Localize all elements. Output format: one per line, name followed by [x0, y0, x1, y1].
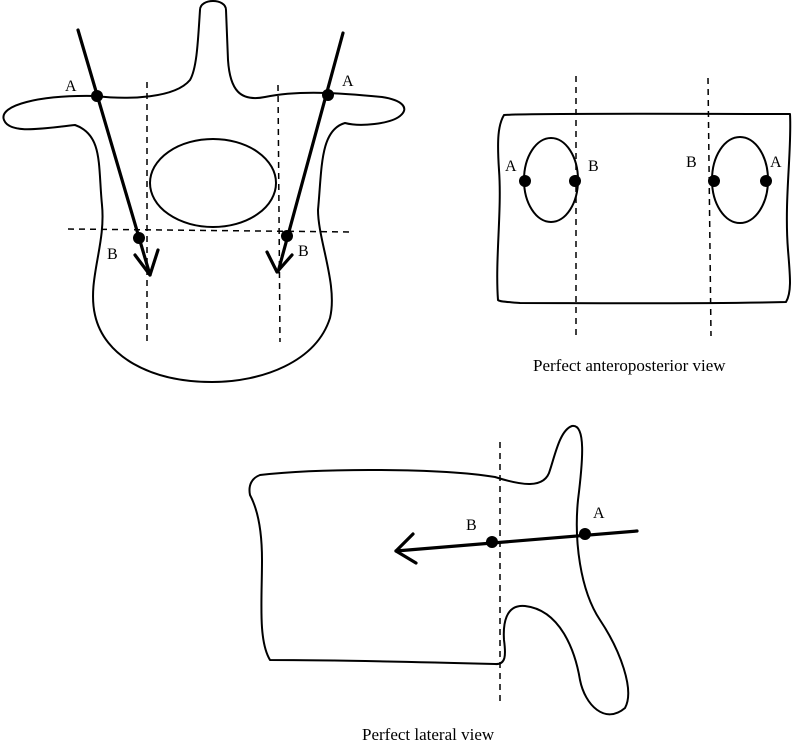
- axial-left-point-a: [91, 90, 103, 102]
- axial-left-point-b: [133, 232, 145, 244]
- lateral-view-caption: Perfect lateral view: [362, 725, 495, 744]
- axial-right-point-a: [322, 89, 334, 101]
- ap-view: A B B A Perfect anteroposterior view: [496, 76, 792, 375]
- axial-left-label-a: A: [65, 78, 77, 95]
- axial-left-label-b: B: [107, 246, 118, 263]
- ap-view-caption: Perfect anteroposterior view: [533, 356, 726, 375]
- ap-left-point-a: [519, 175, 531, 187]
- ap-right-point-b: [708, 175, 720, 187]
- ap-vertebral-body-outline: [496, 112, 792, 305]
- lateral-point-b: [486, 536, 498, 548]
- ap-right-pedicle-oval: [711, 136, 769, 224]
- axial-right-label-b: B: [298, 243, 309, 260]
- ap-left-point-b: [569, 175, 581, 187]
- axial-right-label-a: A: [342, 73, 354, 90]
- lateral-label-b: B: [466, 517, 477, 534]
- axial-dashed-vertical-right: [277, 84, 281, 343]
- axial-left-trajectory-arrow: [76, 28, 160, 277]
- lateral-label-a: A: [593, 505, 605, 522]
- lateral-trajectory-arrow: [394, 529, 639, 565]
- ap-left-label-b: B: [588, 158, 599, 175]
- lateral-view: B A Perfect lateral view: [248, 425, 639, 744]
- lateral-point-a: [579, 528, 591, 540]
- ap-left-label-a: A: [505, 158, 517, 175]
- axial-right-point-b: [281, 230, 293, 242]
- axial-dashed-horizontal-line: [67, 228, 355, 233]
- ap-right-label-b: B: [686, 154, 697, 171]
- ap-dashed-vertical-right: [707, 77, 712, 337]
- spinal-canal: [149, 138, 277, 228]
- axial-view: A B A B: [2, 0, 406, 383]
- axial-vertebra-outline: [2, 0, 406, 383]
- lateral-vertebra-outline: [248, 425, 630, 716]
- ap-right-label-a: A: [770, 154, 782, 171]
- ap-right-point-a: [760, 175, 772, 187]
